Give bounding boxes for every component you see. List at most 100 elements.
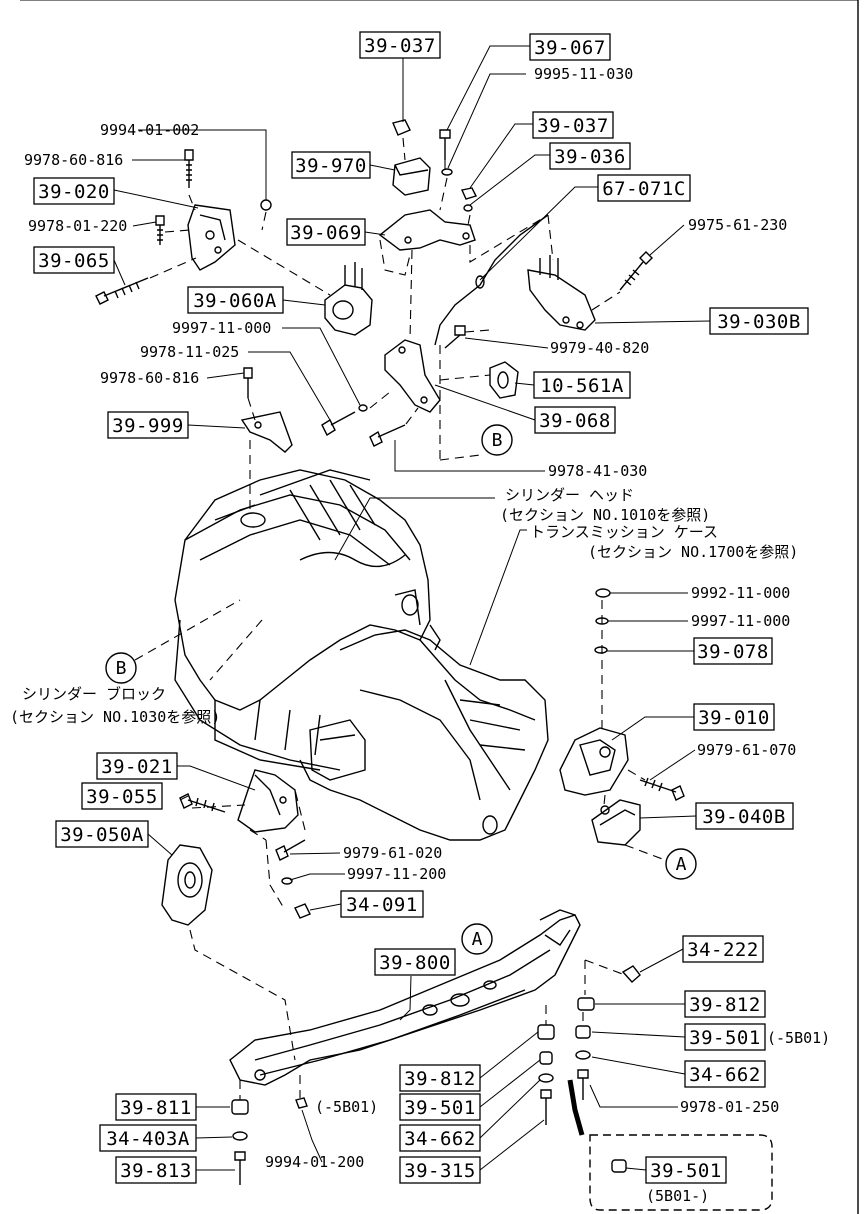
note-cylinder-block: シリンダー ブロック xyxy=(22,685,166,703)
crossmember-39-800 xyxy=(229,909,581,1086)
label-39-812-right: 39-812 xyxy=(689,994,761,1016)
label-9978-11-025: 9978-11-025 xyxy=(140,343,239,361)
label-9978-41-030: 9978-41-030 xyxy=(548,462,647,480)
bolt-9978-60-816 xyxy=(184,149,194,188)
bracket-39-040B xyxy=(591,799,641,846)
label-39-811: 39-811 xyxy=(120,1097,192,1119)
mount-39-050A xyxy=(161,844,213,926)
washer-34-403A xyxy=(232,1131,248,1141)
label-34-091: 34-091 xyxy=(346,894,418,916)
label-39-060A: 39-060A xyxy=(193,290,277,312)
bracket-39-999 xyxy=(240,411,293,453)
bolt-9978-01-220 xyxy=(155,215,165,245)
callout-b-upper xyxy=(481,424,513,456)
label-39-010: 39-010 xyxy=(698,707,770,729)
label-39-069: 39-069 xyxy=(290,222,362,244)
insulator-39-501a xyxy=(575,1025,591,1039)
bracket-39-068 xyxy=(384,339,441,413)
mount-39-060A xyxy=(324,262,373,336)
suffix-5B01-right: (-5B01) xyxy=(767,1029,830,1047)
label-39-050A: 39-050A xyxy=(60,824,144,846)
bolt-39-315 xyxy=(540,1089,552,1125)
insulator-39-501b xyxy=(539,1051,553,1065)
bolt-9978-01-250 xyxy=(577,1069,589,1100)
nut-34-091 xyxy=(294,903,311,919)
heat-shield-10-561A xyxy=(489,361,519,399)
label-39-078: 39-078 xyxy=(697,641,769,663)
label-39-068: 39-068 xyxy=(539,410,611,432)
label-39-037-right: 39-037 xyxy=(537,115,609,137)
harness-clip xyxy=(475,275,485,289)
label-39-040B: 39-040B xyxy=(702,806,786,828)
suffix-5B01-left: (-5B01) xyxy=(315,1098,378,1116)
bolt-9979-61-070 xyxy=(639,777,685,801)
insulator-39-812a xyxy=(577,997,595,1011)
label-9975-61-230: 9975-61-230 xyxy=(688,216,787,234)
callout-b-lower-label: B xyxy=(116,658,127,679)
label-39-067: 39-067 xyxy=(534,37,606,59)
label-39-020: 39-020 xyxy=(38,181,110,203)
insulator-39-812b xyxy=(537,1024,555,1040)
washer-9995-11-030 xyxy=(441,168,453,176)
bolt-9978-11-025 xyxy=(321,411,356,437)
washer-39-036 xyxy=(463,204,473,212)
bracket-39-030B xyxy=(527,255,596,331)
leader-lines xyxy=(113,45,711,1171)
label-39-036: 39-036 xyxy=(554,146,626,168)
bolt-39-055 xyxy=(179,793,226,813)
washer-9997-11-200 xyxy=(281,877,293,885)
label-9997-11-000-top: 9997-11-000 xyxy=(172,319,271,337)
label-9997-11-000-right: 9997-11-000 xyxy=(691,612,790,630)
engine-assembly-drawing xyxy=(174,469,549,841)
callout-b-upper-label: B xyxy=(492,430,503,451)
bolt-39-813 xyxy=(234,1151,246,1185)
callout-a-crossmember-label: A xyxy=(472,929,483,950)
nut-9994-01-200 xyxy=(295,1097,308,1109)
label-34-662-center: 34-662 xyxy=(404,1128,476,1150)
label-34-222: 34-222 xyxy=(687,939,759,961)
suffix-5B01-variant: (5B01-) xyxy=(646,1187,709,1205)
mount-39-010 xyxy=(559,727,629,796)
bracket-39-069 xyxy=(378,209,476,251)
callout-a-crossmember xyxy=(461,923,493,955)
label-67-071C: 67-071C xyxy=(602,178,686,200)
label-boxes xyxy=(33,31,809,1184)
bolt-39-065 xyxy=(95,277,149,305)
note-transmission-case-ref: (セクション NO.1700を参照) xyxy=(588,543,798,561)
label-9978-01-250: 9978-01-250 xyxy=(680,1098,779,1116)
label-9995-11-030: 9995-11-030 xyxy=(534,65,633,83)
label-34-403A: 34-403A xyxy=(106,1128,190,1150)
bracket-39-970 xyxy=(392,157,431,196)
label-10-561A: 10-561A xyxy=(540,375,624,397)
label-39-999: 39-999 xyxy=(112,415,184,437)
label-9997-11-200: 9997-11-200 xyxy=(347,865,446,883)
washer-34-662a xyxy=(575,1050,591,1060)
mount-39-021 xyxy=(237,769,299,833)
label-9979-40-820: 9979-40-820 xyxy=(550,339,649,357)
label-39-812-center: 39-812 xyxy=(404,1068,476,1090)
harness-67-071C xyxy=(434,214,549,346)
variant-box xyxy=(589,1134,773,1211)
label-34-662-right: 34-662 xyxy=(689,1064,761,1086)
assembly-lines xyxy=(134,137,666,1100)
bolt-9975-61-230 xyxy=(619,251,653,291)
hose-line xyxy=(567,1079,585,1136)
nut-39-037b xyxy=(461,187,477,200)
washer-34-662b xyxy=(538,1073,554,1083)
label-39-501-center: 39-501 xyxy=(404,1097,476,1119)
label-9978-60-816-mid: 9978-60-816 xyxy=(100,369,199,387)
label-39-970: 39-970 xyxy=(295,155,367,177)
nut-34-222 xyxy=(621,965,641,983)
bolt-9978-41-030 xyxy=(369,424,406,447)
note-cylinder-head: シリンダー ヘッド xyxy=(505,486,634,504)
nut-9992-11-000 xyxy=(595,588,611,598)
note-cylinder-block-ref: (セクション NO.1030を参照) xyxy=(10,708,220,726)
label-39-021: 39-021 xyxy=(101,756,173,778)
insulator-39-811 xyxy=(231,1099,249,1115)
label-9994-01-200: 9994-01-200 xyxy=(265,1153,364,1171)
label-39-800: 39-800 xyxy=(379,952,451,974)
label-39-315: 39-315 xyxy=(404,1160,476,1182)
washer-39-078 xyxy=(594,646,608,654)
label-39-030B: 39-030B xyxy=(717,311,801,333)
